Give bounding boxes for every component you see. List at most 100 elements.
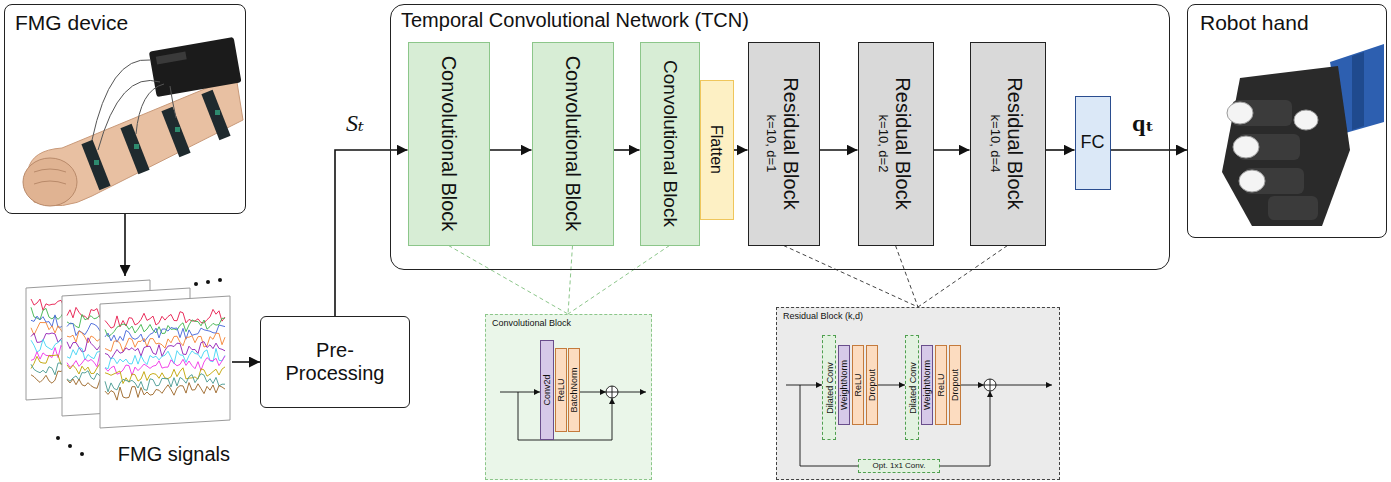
node-label: Conv2d bbox=[543, 374, 552, 405]
node-label: Dilated Conv bbox=[908, 362, 917, 414]
residual-block: Residual Blockk=10, d=4 bbox=[970, 42, 1046, 246]
node-label: Pre- Processing bbox=[279, 339, 391, 385]
wire bbox=[618, 392, 646, 393]
flow-arrow bbox=[124, 214, 126, 276]
rotated-text-frame: ReLU bbox=[936, 346, 946, 424]
arm-illustration bbox=[92, 60, 176, 150]
signal-plot bbox=[105, 349, 225, 369]
detail-leader bbox=[449, 246, 569, 315]
layer-box: Dilated Conv bbox=[822, 335, 836, 440]
conv-block: Convolutional Block bbox=[408, 42, 490, 246]
residual-block: Residual Blockk=10, d=2 bbox=[858, 42, 934, 246]
node-label: Convolutional Block bbox=[561, 55, 584, 231]
rotated-text-frame: WeightNorm bbox=[839, 346, 849, 424]
robot-hand-illustration bbox=[1222, 66, 1350, 226]
process-box: Pre- Processing bbox=[260, 316, 410, 408]
layer-box: Opt. 1x1 Conv. bbox=[858, 459, 940, 473]
layer-box: WeightNorm bbox=[921, 345, 933, 425]
layer-box: Dropout bbox=[949, 345, 961, 425]
ellipsis-dots bbox=[206, 280, 210, 284]
arm-illustration bbox=[94, 110, 220, 165]
arm-illustration bbox=[156, 51, 187, 64]
ellipsis-dots bbox=[68, 444, 72, 448]
robot-hand-illustration bbox=[1239, 170, 1265, 192]
residual-block: Residual Blockk=10, d=1 bbox=[748, 42, 820, 246]
node-label: ReLU bbox=[937, 374, 946, 397]
sum-symbol bbox=[984, 379, 996, 391]
device-box: FMG device bbox=[4, 4, 246, 214]
layer-box: BatchNorm bbox=[568, 348, 580, 432]
rotated-text-frame: BatchNorm bbox=[569, 349, 579, 431]
signal-plot bbox=[100, 296, 230, 428]
signal-plot bbox=[105, 318, 225, 336]
panel-ground bbox=[776, 307, 1060, 480]
ellipsis-dots bbox=[56, 436, 60, 440]
rotated-text-frame: Flatten bbox=[701, 81, 732, 218]
sum-symbol bbox=[606, 386, 618, 398]
signal-plot bbox=[105, 309, 225, 328]
signal-plot-stack: FMG signals bbox=[18, 276, 232, 468]
robot-hand-illustration bbox=[1268, 196, 1318, 220]
arm-illustration bbox=[23, 37, 243, 206]
rotated-text-frame: Convolutional Block bbox=[533, 43, 612, 244]
robot-hand-illustration bbox=[1233, 136, 1259, 158]
flow-arrow bbox=[734, 149, 748, 151]
wire bbox=[500, 392, 540, 393]
node-label: FMG signals bbox=[118, 443, 230, 466]
rotated-text-frame: Convolutional Block bbox=[641, 43, 698, 244]
fc-box: FC bbox=[1075, 96, 1111, 190]
wire bbox=[580, 392, 606, 393]
flow-arrow bbox=[934, 149, 970, 151]
arm-illustration bbox=[34, 169, 66, 184]
arm-illustration bbox=[94, 160, 99, 165]
arm-illustration bbox=[92, 60, 150, 140]
node-sublabel: k=10, d=4 bbox=[987, 114, 1003, 172]
flow-arrow bbox=[820, 149, 858, 151]
ellipsis-dots bbox=[80, 452, 84, 456]
layer-box: Dilated Conv bbox=[905, 335, 919, 440]
rotated-text-frame: Conv2d bbox=[541, 341, 553, 439]
node-label: ReLU bbox=[854, 374, 863, 397]
arm-illustration bbox=[207, 92, 225, 138]
rotated-text-frame: Dilated Conv bbox=[906, 336, 918, 439]
layer-box: Conv2d bbox=[540, 340, 554, 440]
node-label: Residual Block (k,d) bbox=[783, 311, 1053, 321]
detail-leader bbox=[896, 246, 919, 308]
wire bbox=[786, 385, 822, 386]
node-label: BatchNorm bbox=[570, 368, 579, 413]
signal-plot bbox=[105, 325, 225, 342]
flow-arrow bbox=[614, 149, 640, 151]
detail-leader bbox=[918, 246, 1008, 308]
wire bbox=[940, 391, 990, 466]
node-label: Residual Block bbox=[779, 77, 803, 209]
arm-illustration bbox=[126, 126, 144, 172]
signal-plot bbox=[105, 383, 225, 401]
network-box: Temporal Convolutional Network (TCN) Conv… bbox=[390, 4, 1170, 270]
rotated-text-frame: Residual Blockk=10, d=2 bbox=[859, 43, 932, 244]
sum-symbol bbox=[984, 379, 996, 391]
arm-illustration bbox=[23, 158, 77, 206]
robot-hand-illustration bbox=[1222, 44, 1384, 226]
signal-label: qₜ bbox=[1130, 110, 1156, 136]
node-label: FMG device bbox=[15, 11, 235, 35]
robot-hand-illustration bbox=[1227, 102, 1253, 124]
node-label: Temporal Convolutional Network (TCN) bbox=[401, 9, 1159, 32]
robot-hand-illustration bbox=[1227, 102, 1318, 192]
node-label: Robot hand bbox=[1200, 11, 1374, 35]
signal-label: Sₜ bbox=[344, 110, 366, 136]
ellipsis-dots bbox=[56, 278, 222, 456]
detail-leader bbox=[784, 246, 919, 308]
flow-arrow bbox=[1046, 149, 1075, 151]
flow-arrow bbox=[878, 385, 905, 386]
node-label: Convolutional Block bbox=[492, 318, 645, 328]
node-label: WeightNorm bbox=[840, 360, 849, 410]
detail-panel: Convolutional BlockConv2dReLUBatchNorm bbox=[485, 314, 652, 480]
node-label: Residual Block bbox=[891, 77, 915, 209]
node-label: FC bbox=[1081, 132, 1105, 153]
conv-block: Convolutional Block bbox=[640, 42, 700, 246]
signal-plot bbox=[105, 356, 225, 375]
ellipsis-dots bbox=[218, 278, 222, 282]
arm-illustration bbox=[215, 110, 220, 115]
node-label: Opt. 1x1 Conv. bbox=[873, 462, 926, 470]
node-label: WeightNorm bbox=[923, 360, 932, 410]
